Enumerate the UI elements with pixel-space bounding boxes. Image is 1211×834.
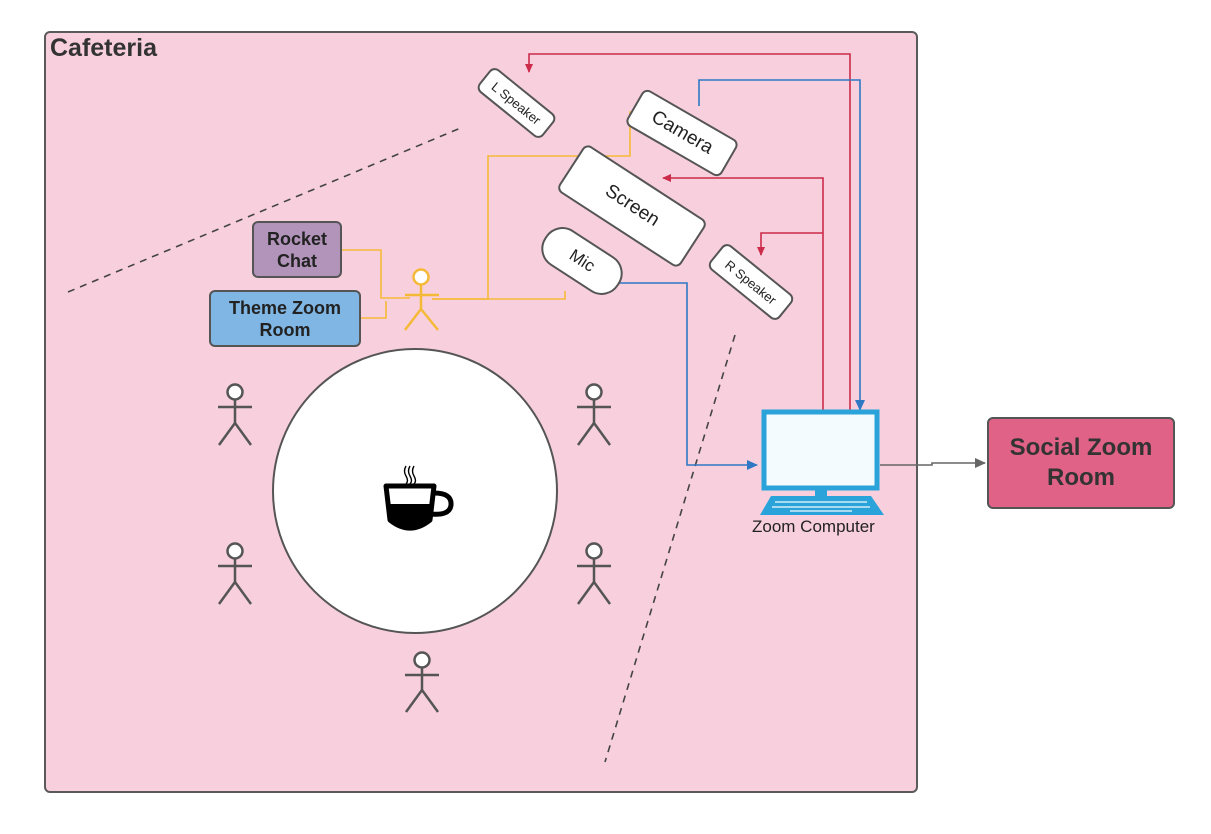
screen-label: Screen xyxy=(601,180,664,231)
computer-to-social-link xyxy=(880,458,986,468)
input-links xyxy=(612,79,865,470)
social-zoom-room-box: Social Zoom Room xyxy=(987,417,1175,509)
seated-person-icon xyxy=(217,542,253,605)
seated-person-icon xyxy=(576,383,612,446)
laptop-icon xyxy=(760,409,884,515)
zoom-computer-label: Zoom Computer xyxy=(752,517,875,536)
dashed-zone-line xyxy=(67,126,464,293)
mic-label: Mic xyxy=(565,245,599,276)
theme-zoom-room-box: Theme Zoom Room xyxy=(209,290,361,347)
seated-person-icon xyxy=(217,383,253,446)
seated-person-icon xyxy=(576,542,612,605)
room-title: Cafeteria xyxy=(50,34,157,62)
rocket-chat-box: Rocket Chat xyxy=(252,221,342,278)
presenter-person-icon xyxy=(404,268,439,331)
coffee-cup-icon xyxy=(383,465,454,531)
dashed-zone-line xyxy=(604,334,736,763)
seated-person-icon xyxy=(404,651,440,713)
output-links xyxy=(525,53,851,412)
